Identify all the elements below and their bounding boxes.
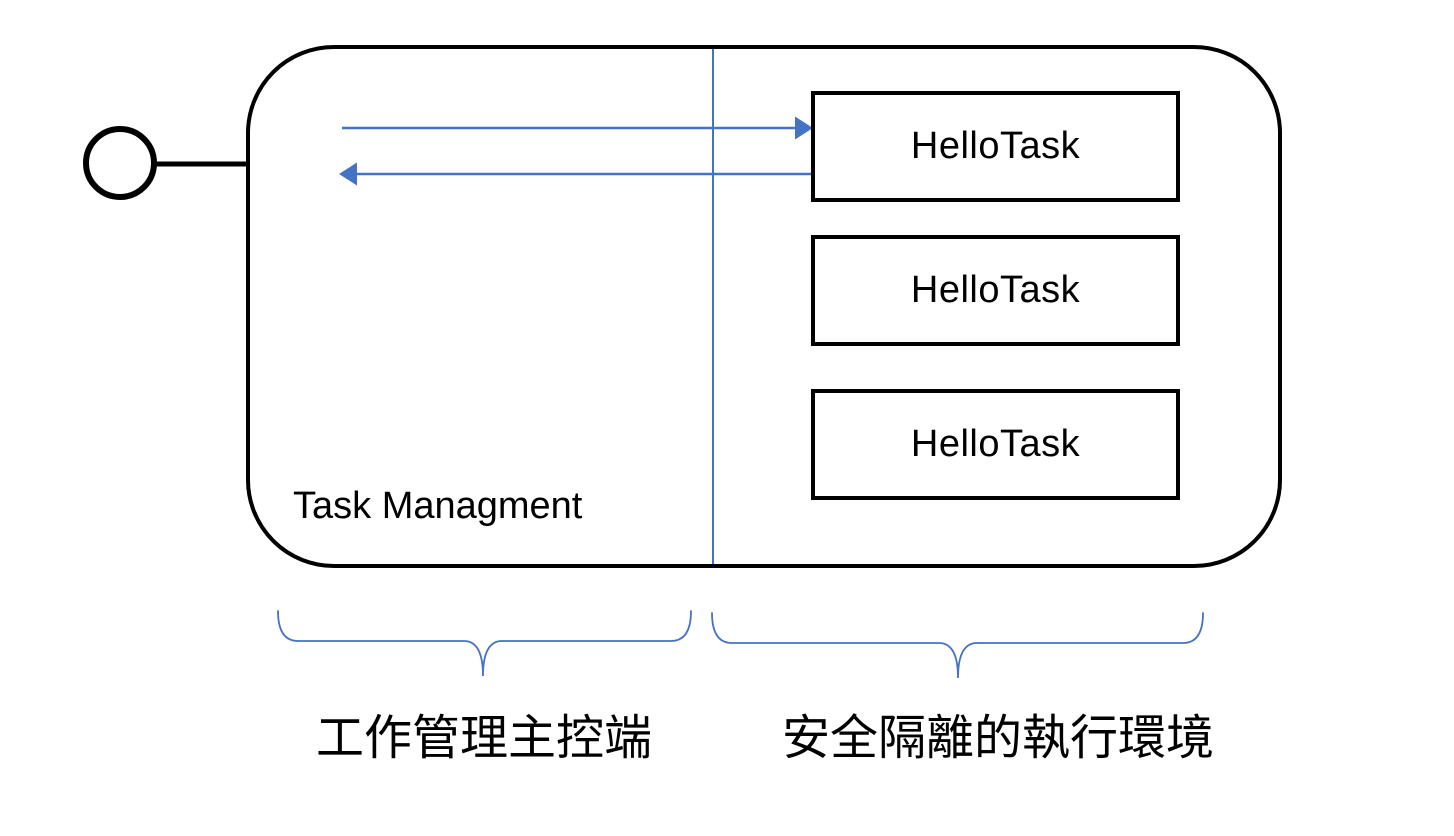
task-management-label: Task Managment xyxy=(293,485,583,527)
hello-task-box: HelloTask xyxy=(811,389,1180,500)
hello-task-label: HelloTask xyxy=(910,125,1081,167)
caption-isolated-execution-environment: 安全隔離的執行環境 xyxy=(781,712,1215,765)
hello-task-label: HelloTask xyxy=(910,269,1081,311)
caption-task-management-master: 工作管理主控端 xyxy=(315,712,653,765)
hello-task-box: HelloTask xyxy=(811,91,1180,202)
right-underbrace-icon xyxy=(711,612,1204,679)
system-boundary-box xyxy=(246,45,1282,568)
response-arrow-icon xyxy=(339,162,812,186)
hello-task-label: HelloTask xyxy=(910,423,1081,465)
interface-lollipop-circle-icon xyxy=(83,126,157,200)
response-arrowhead xyxy=(339,162,357,186)
request-arrow-icon xyxy=(342,116,813,140)
request-arrowhead xyxy=(795,116,813,140)
left-underbrace-icon xyxy=(277,610,692,677)
hello-task-box: HelloTask xyxy=(811,235,1180,346)
